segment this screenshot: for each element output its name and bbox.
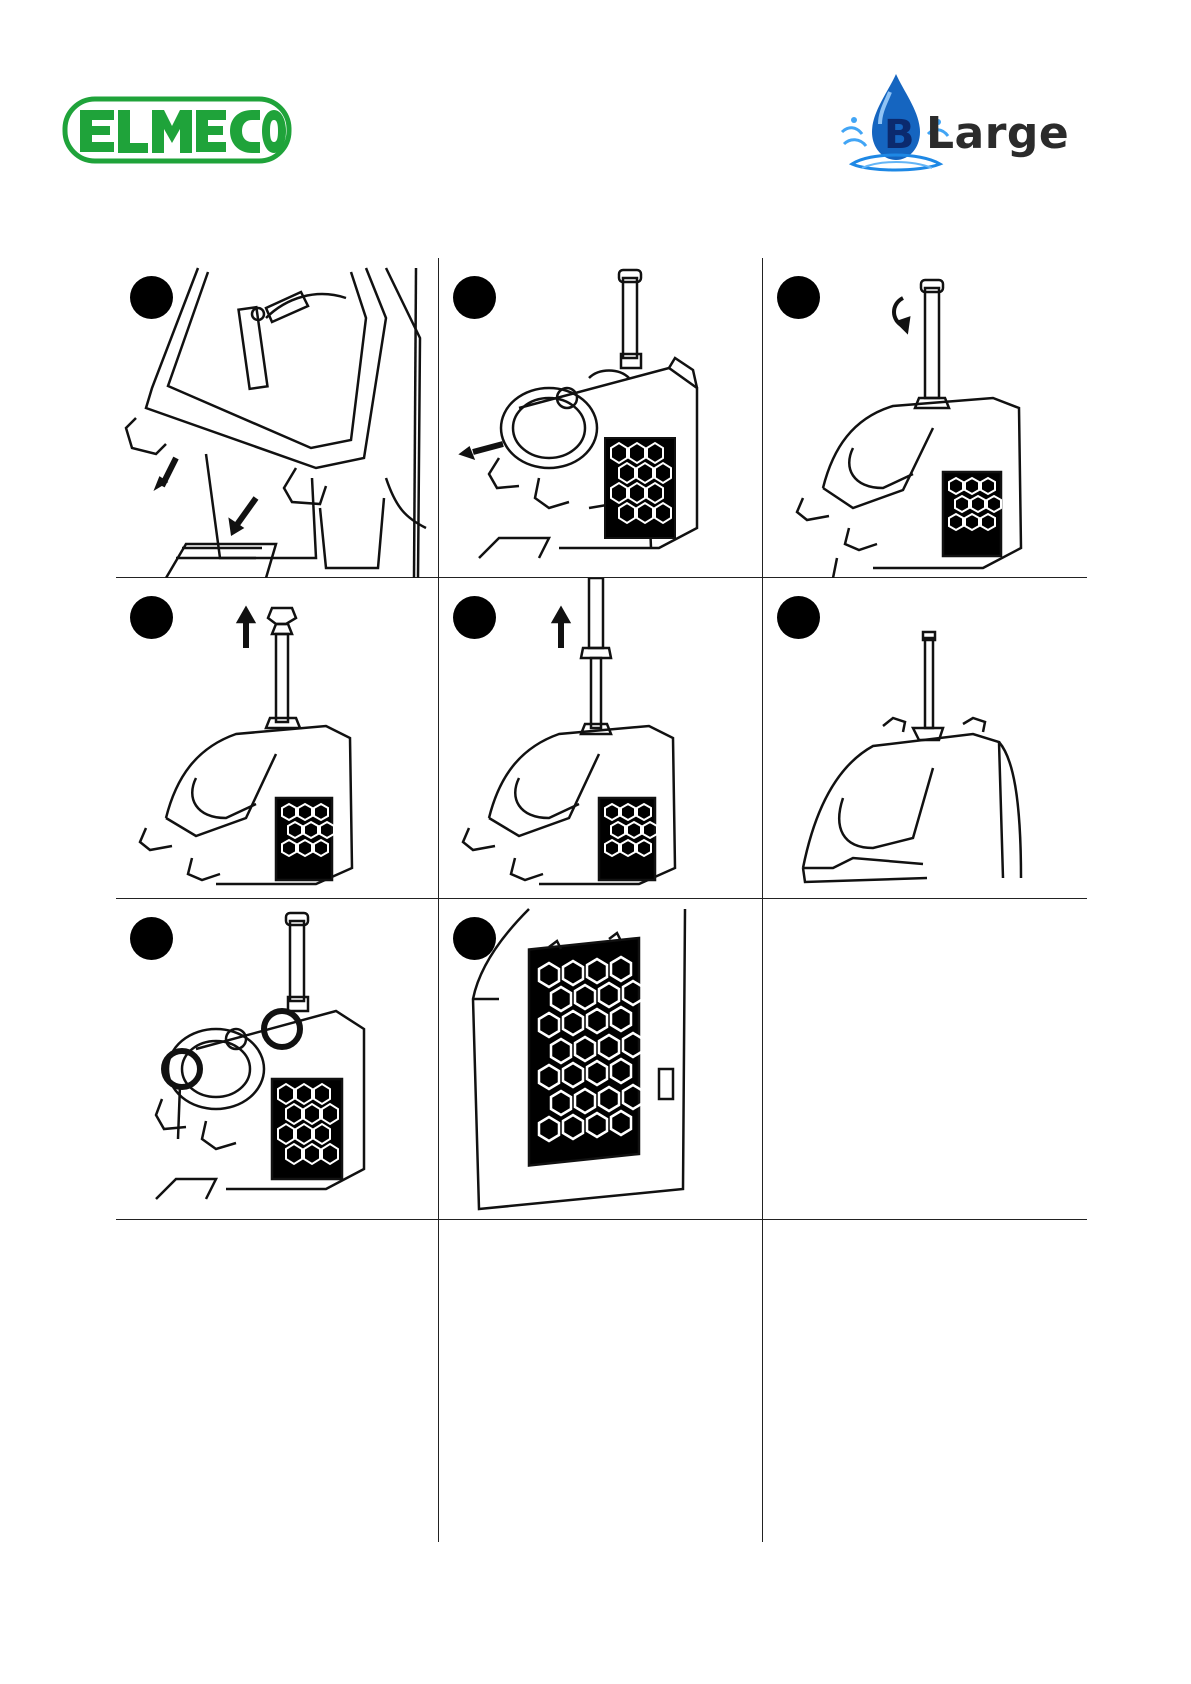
step-3-badge xyxy=(777,276,820,319)
step-6-badge xyxy=(777,596,820,639)
step-7-panel xyxy=(116,899,438,1219)
step-5-badge xyxy=(453,596,496,639)
step-8-panel xyxy=(439,899,761,1219)
elmeco-logo-icon xyxy=(62,96,292,166)
step-7-badge xyxy=(130,917,173,960)
instruction-grid xyxy=(116,258,1087,1542)
step-5-panel xyxy=(439,578,761,898)
step-6-panel xyxy=(763,578,1085,898)
step-4-panel xyxy=(116,578,438,898)
step-8-badge xyxy=(453,917,496,960)
b-large-logo: B Large xyxy=(840,72,1070,182)
step-1-badge xyxy=(130,276,173,319)
step-2-badge xyxy=(453,276,496,319)
product-logo-text: Large xyxy=(926,108,1069,159)
elmeco-logo xyxy=(62,96,292,170)
step-1-panel xyxy=(116,258,438,578)
b-letter: B xyxy=(884,112,915,158)
step-4-badge xyxy=(130,596,173,639)
step-3-panel xyxy=(763,258,1085,578)
grid-divider xyxy=(116,1219,1087,1220)
step-2-panel xyxy=(439,258,761,578)
